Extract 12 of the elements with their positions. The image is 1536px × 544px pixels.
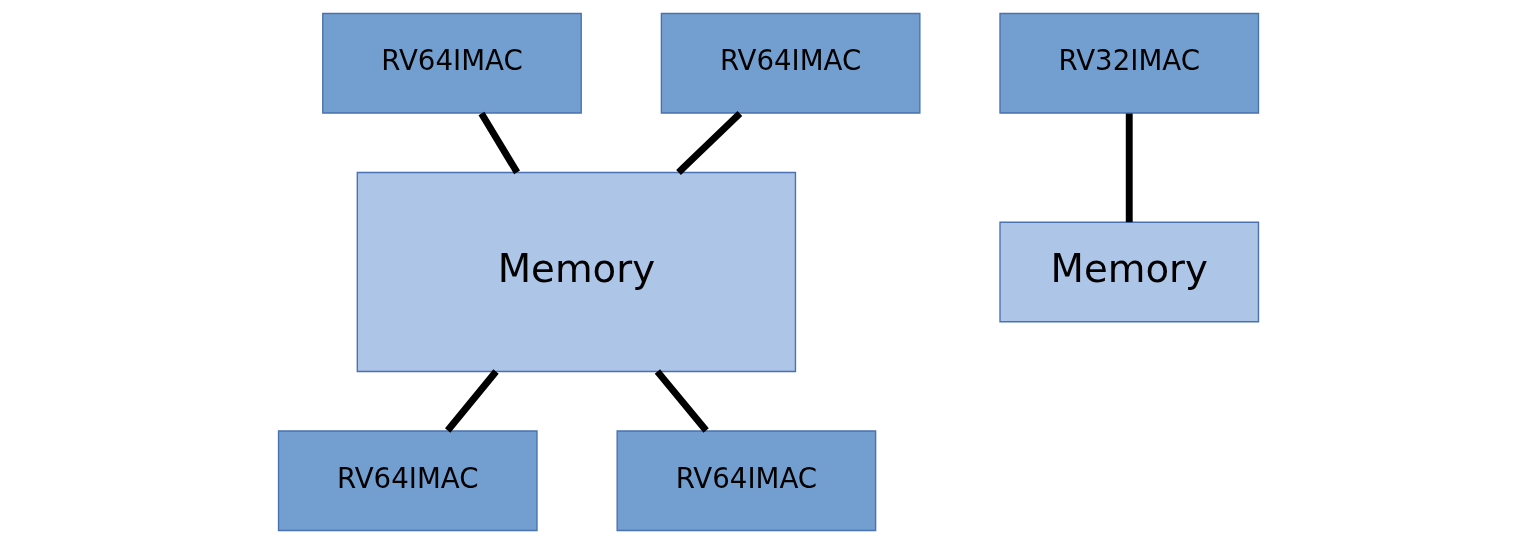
connector: [675, 111, 742, 175]
node-box: Memory: [998, 221, 1259, 323]
node-box: RV32IMAC: [998, 12, 1259, 114]
node-box: RV64IMAC: [660, 12, 921, 114]
node-box: RV64IMAC: [277, 430, 538, 532]
connector: [654, 369, 709, 433]
node-box: RV64IMAC: [321, 12, 582, 114]
connector: [1125, 113, 1133, 223]
connector: [478, 111, 520, 175]
node-box: RV64IMAC: [615, 430, 876, 532]
node-box: Memory: [356, 171, 796, 373]
connector: [444, 369, 499, 433]
